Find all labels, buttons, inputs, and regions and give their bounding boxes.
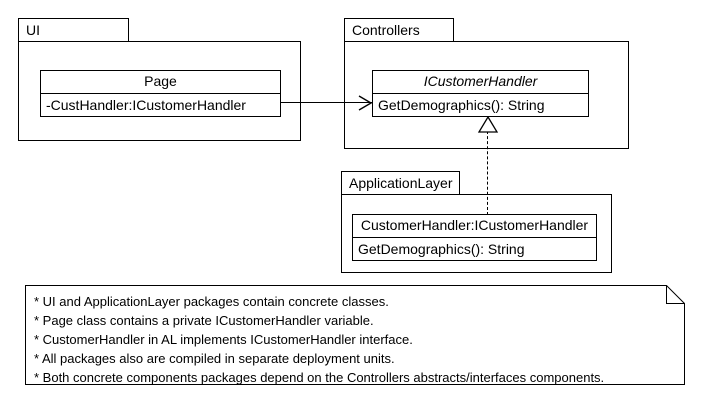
note-line-1: * UI and ApplicationLayer packages conta… <box>34 294 389 309</box>
class-icustomerhandler-name: ICustomerHandler <box>373 71 588 94</box>
class-customerhandler-name: CustomerHandler:ICustomerHandler <box>353 215 596 238</box>
note-line-3: * CustomerHandler in AL implements ICust… <box>34 332 413 347</box>
note-text: * UI and ApplicationLayer packages conta… <box>34 292 677 387</box>
class-page-attribute: -CustHandler:ICustomerHandler <box>46 97 246 113</box>
note-shape <box>25 285 685 385</box>
package-applicationlayer-tab: ApplicationLayer <box>341 171 460 195</box>
package-ui-label: UI <box>26 22 40 38</box>
package-controllers-tab: Controllers <box>344 18 454 42</box>
class-customerhandler[interactable]: CustomerHandler:ICustomerHandler GetDemo… <box>352 214 597 261</box>
package-ui-tab: UI <box>18 18 129 42</box>
class-icustomerhandler-operation: GetDemographics(): String <box>378 97 545 113</box>
class-page[interactable]: Page -CustHandler:ICustomerHandler <box>40 70 281 117</box>
realization-dashed-line <box>487 131 488 215</box>
note-line-5: * Both concrete components packages depe… <box>34 370 605 385</box>
class-icustomerhandler[interactable]: ICustomerHandler GetDemographics(): Stri… <box>372 70 589 117</box>
diagram-note[interactable]: * UI and ApplicationLayer packages conta… <box>25 285 685 385</box>
open-arrow-icon <box>358 95 373 111</box>
class-page-name: Page <box>41 71 280 94</box>
class-customerhandler-operation: GetDemographics(): String <box>358 241 525 257</box>
note-line-4: * All packages also are compiled in sepa… <box>34 351 395 366</box>
note-line-2: * Page class contains a private ICustome… <box>34 313 374 328</box>
association-line <box>281 102 372 103</box>
package-controllers-label: Controllers <box>352 22 420 38</box>
package-applicationlayer-label: ApplicationLayer <box>349 175 453 191</box>
hollow-triangle-icon <box>477 116 499 133</box>
